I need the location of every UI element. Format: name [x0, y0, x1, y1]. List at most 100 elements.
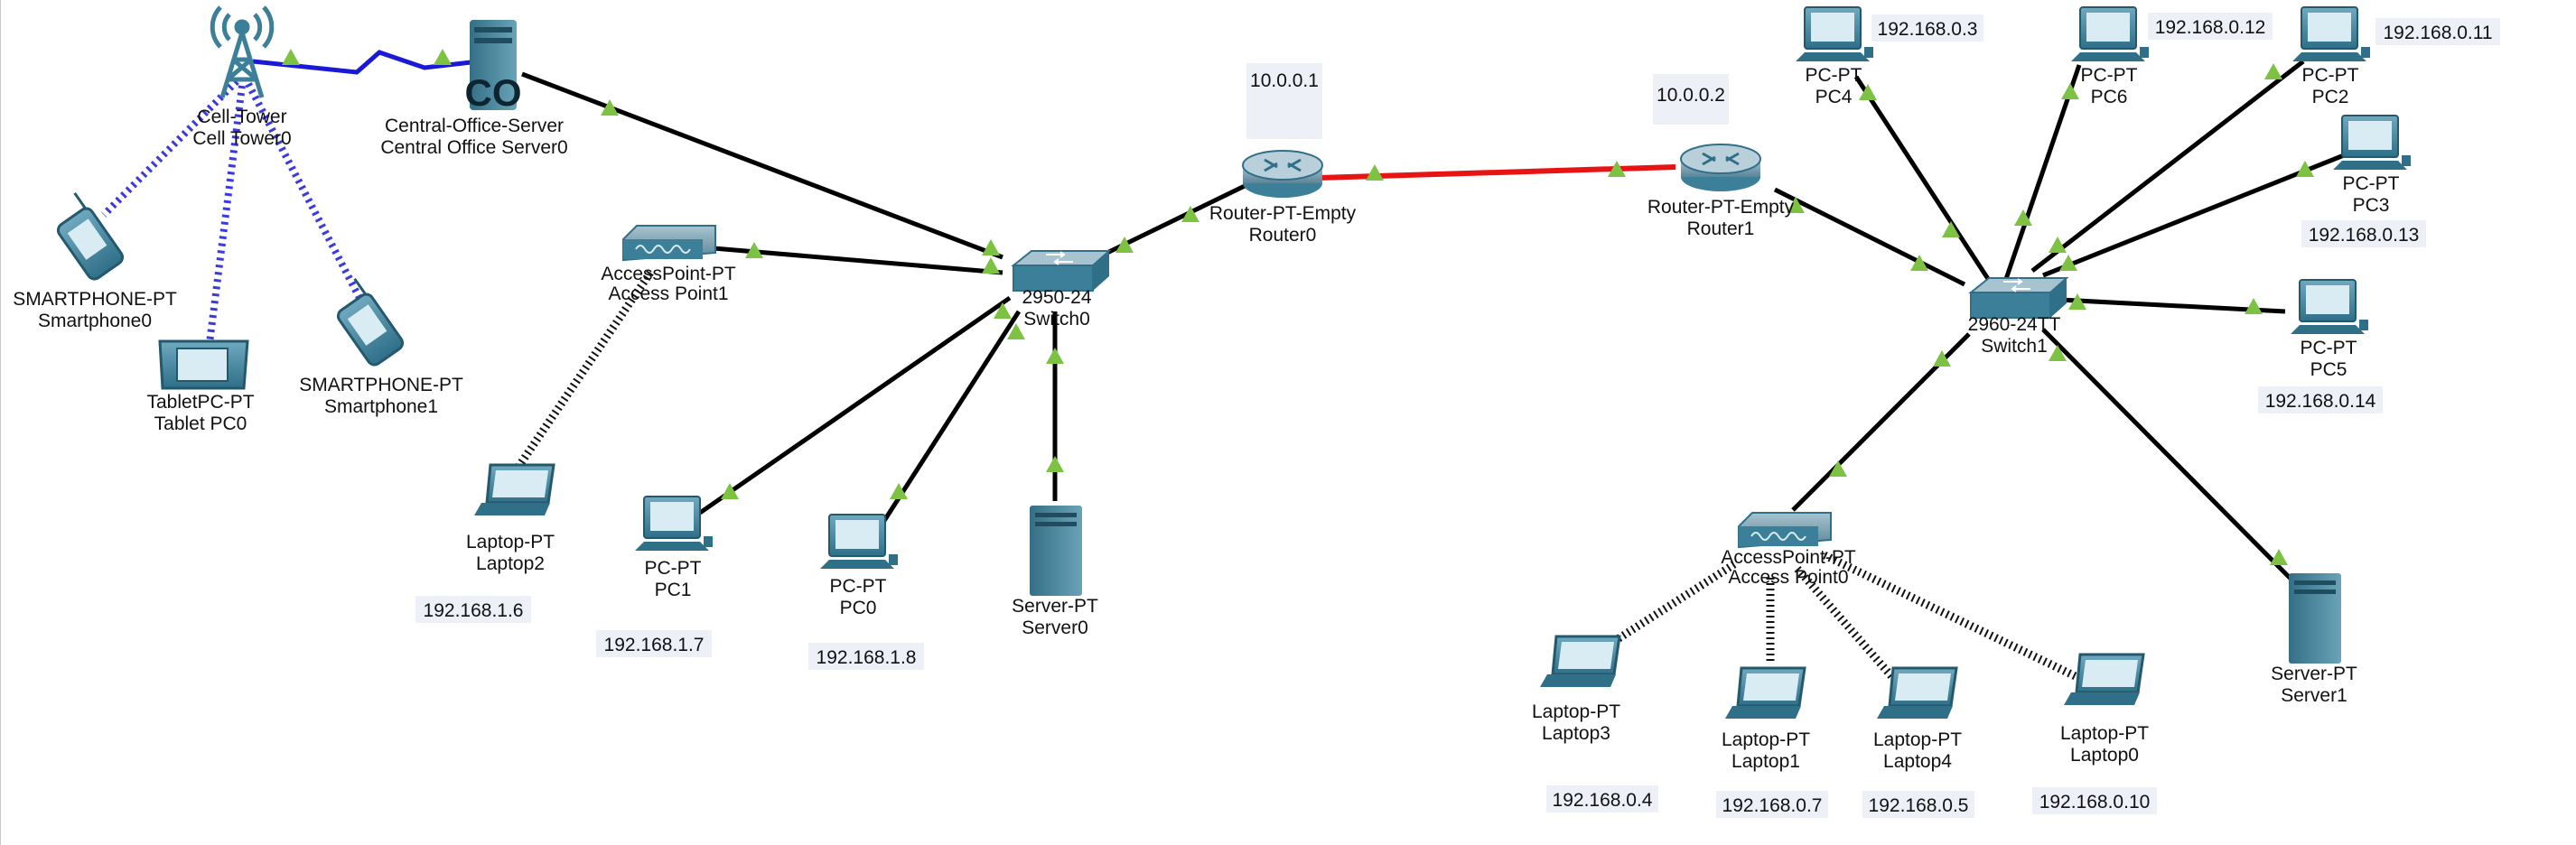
laptop-icon	[474, 463, 555, 515]
central-office-server[interactable]: CO Central-Office-Server Central Office …	[380, 20, 568, 158]
tablet-pc0[interactable]: TabletPC-PT Tablet PC0	[146, 339, 255, 434]
laptop0[interactable]: Laptop-PT Laptop0	[2060, 653, 2149, 766]
switch1[interactable]: 2960-24TT Switch1	[1968, 277, 2069, 357]
ip-note-background	[2375, 18, 2500, 45]
cable-switch1-pc4[interactable]	[1853, 75, 1994, 286]
cell-link-smartphone0	[101, 79, 239, 218]
pc6[interactable]: PC-PT PC6	[2071, 6, 2149, 107]
ip-note-pc2[interactable]: 192.168.0.11	[2375, 18, 2500, 45]
link-light	[282, 49, 300, 65]
router1[interactable]: Router-PT-Empty Router1	[1647, 144, 1795, 239]
link-light	[982, 239, 1000, 255]
cable-router1-switch1[interactable]	[1773, 187, 1966, 287]
cable-switch0-pc0[interactable]	[878, 310, 1022, 528]
cable-co-switch0[interactable]	[521, 71, 1003, 260]
smartphone1[interactable]: SMARTPHONE-PT Smartphone1	[299, 277, 463, 417]
pc4[interactable]: PC-PT PC4	[1796, 6, 1873, 107]
smartphone0-name-label: Smartphone0	[38, 311, 152, 331]
ip-note-laptop4[interactable]: 192.168.0.5	[1862, 791, 1974, 818]
pc5-name-label: PC5	[2310, 359, 2347, 380]
ip-note-pc4[interactable]: 192.168.0.3	[1871, 14, 1983, 42]
ip-note-pc1[interactable]: 192.168.1.7	[596, 630, 712, 657]
link-light	[1910, 255, 1928, 271]
cable-ap1-switch0[interactable]	[713, 246, 1003, 275]
link-light	[2061, 83, 2079, 99]
ip-note-laptop1[interactable]: 192.168.0.7	[1716, 791, 1828, 818]
ap1-type-label: AccessPoint-PT	[601, 264, 736, 284]
laptop1[interactable]: Laptop-PT Laptop1	[1722, 666, 1810, 772]
cell-tower-type-label: Cell-Tower	[197, 107, 286, 127]
ap1-name-label: Access Point1	[608, 283, 728, 304]
ip-address-label: 192.168.0.4	[1553, 790, 1653, 811]
server1[interactable]: Server-PT Server1	[2271, 573, 2357, 706]
laptop-icon	[2064, 653, 2145, 705]
server1-type-label: Server-PT	[2271, 664, 2357, 684]
router0[interactable]: Router-PT-Empty Router0	[1209, 150, 1357, 246]
link-light	[601, 99, 619, 116]
pc2[interactable]: PC-PT PC2	[2292, 6, 2370, 107]
pc4-name-label: PC4	[1815, 87, 1853, 107]
pc-icon	[2333, 115, 2411, 170]
pc5[interactable]: PC-PT PC5	[2291, 279, 2368, 380]
access-point1[interactable]: AccessPoint-PT Access Point1	[601, 225, 736, 304]
access-point0[interactable]: AccessPoint-PT Access Point0	[1721, 512, 1856, 588]
wifi-link-ap0-laptop3	[1605, 561, 1737, 649]
cable-switch1-pc2[interactable]	[2030, 60, 2305, 273]
router1-name-label: Router1	[1687, 218, 1755, 239]
access-point-icon	[1738, 512, 1832, 549]
ip-address-label: 192.168.0.10	[2039, 792, 2151, 812]
pc3[interactable]: PC-PT PC3	[2333, 115, 2411, 216]
server-icon: CO	[465, 20, 522, 114]
ip-note-router1[interactable]: 10.0.0.2	[1653, 74, 1729, 125]
smartphone0-type-label: SMARTPHONE-PT	[13, 289, 177, 310]
cell-tower[interactable]: Cell-Tower Cell Tower0	[192, 5, 292, 149]
ip-address-label: 10.0.0.1	[1250, 70, 1319, 91]
ip-note-background	[1546, 785, 1658, 812]
router0-name-label: Router0	[1249, 225, 1317, 246]
laptop3[interactable]: Laptop-PT Laptop3	[1532, 635, 1621, 744]
server0[interactable]: Server-PT Server0	[1012, 506, 1098, 638]
smartphone0[interactable]: SMARTPHONE-PT Smartphone0	[13, 191, 177, 331]
pc-icon	[2291, 279, 2368, 334]
ip-address-label: 192.168.0.11	[2383, 23, 2492, 43]
ip-note-background	[1862, 791, 1974, 818]
ip-note-pc6[interactable]: 192.168.0.12	[2148, 13, 2273, 40]
ip-address-label: 192.168.0.13	[2309, 225, 2420, 246]
router-icon	[1242, 150, 1323, 198]
link-light	[2059, 255, 2077, 271]
ip-address-label: 192.168.0.3	[1878, 19, 1978, 40]
pc6-name-label: PC6	[2091, 87, 2128, 107]
link-light	[434, 49, 452, 65]
pc1[interactable]: PC-PT PC1	[635, 496, 713, 600]
switch-icon	[1968, 277, 2069, 319]
cable-switch1-pc3[interactable]	[2042, 153, 2345, 278]
pc-icon	[1796, 6, 1873, 61]
switch0[interactable]: 2950-24 Switch0	[1011, 250, 1112, 330]
wifi-link-ap0-laptop4	[1794, 566, 1896, 680]
ip-note-pc5[interactable]: 192.168.0.14	[2258, 386, 2383, 413]
laptop4[interactable]: Laptop-PT Laptop4	[1873, 666, 1962, 772]
laptop-icon	[1540, 635, 1621, 687]
tablet0-type-label: TabletPC-PT	[146, 392, 254, 413]
pc0[interactable]: PC-PT PC0	[820, 514, 898, 618]
coax-cable-tower-co[interactable]	[252, 50, 480, 75]
link-light	[2014, 209, 2032, 226]
cable-switch1-pc6[interactable]	[2002, 64, 2082, 283]
ip-note-background	[1653, 74, 1729, 125]
laptop2[interactable]: Laptop-PT Laptop2	[466, 463, 555, 574]
ip-note-pc0[interactable]: 192.168.1.8	[808, 643, 924, 670]
switch-icon	[1011, 250, 1112, 292]
cable-switch0-pc1[interactable]	[698, 295, 1012, 515]
smartphone-icon	[56, 191, 125, 281]
ip-note-pc3[interactable]: 192.168.0.13	[2301, 220, 2426, 247]
ip-note-laptop3[interactable]: 192.168.0.4	[1546, 785, 1658, 812]
link-light	[1933, 350, 1951, 367]
ip-note-laptop2[interactable]: 192.168.1.6	[415, 596, 531, 623]
ip-note-laptop0[interactable]: 192.168.0.10	[2032, 787, 2157, 814]
link-light	[1046, 348, 1064, 364]
cable-switch1-server1[interactable]	[2041, 328, 2301, 589]
pc-icon	[2292, 6, 2370, 61]
ip-note-router0[interactable]: 10.0.0.1	[1246, 63, 1322, 139]
ip-address-label: 192.168.0.5	[1869, 795, 1969, 816]
